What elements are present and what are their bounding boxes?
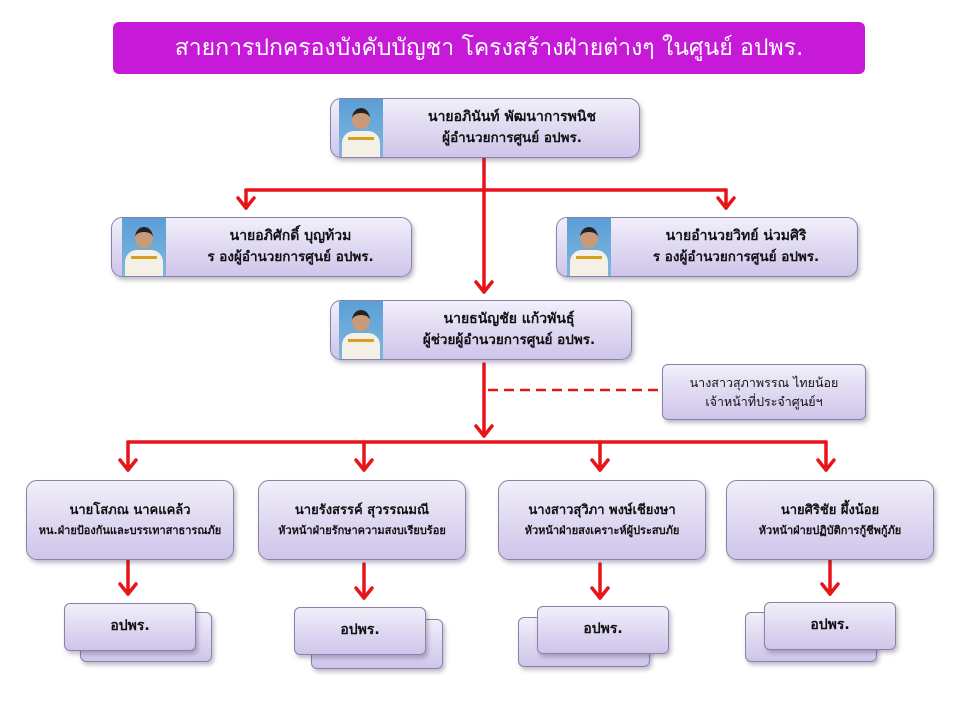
assistant-photo: [339, 301, 383, 359]
deputy-left-name: นายอภิศักดิ์ บุญท้วม: [229, 227, 352, 244]
deputy-left-role: ร องผู้อำนวยการศูนย์ อปพร.: [207, 249, 374, 266]
division-1-role: หน.ฝ่ายป้องกันและบรรเทาสาธารณภัย: [38, 523, 222, 537]
division-box-2: นายรังสรรค์ สุวรรณมณี หัวหน้าฝ่ายรักษาคว…: [258, 480, 466, 560]
assistant-box: นายธนัญชัย แก้วพันธุ์ ผู้ช่วยผู้อำนวยการ…: [330, 300, 632, 360]
assistant-name: นายธนัญชัย แก้วพันธุ์: [443, 310, 575, 327]
unit-1-label: อปพร.: [110, 618, 150, 635]
staff-box: นางสาวสุภาพรรณ ไทยน้อย เจ้าหน้าที่ประจำศ…: [662, 364, 866, 420]
deputy-right-photo: [567, 218, 611, 276]
unit-stack-3-front: อปพร.: [537, 606, 669, 654]
director-box: นายอภินันท์ พัฒนาการพนิช ผู้อำนวยการศูนย…: [330, 98, 640, 158]
unit-stack-1-front: อปพร.: [64, 603, 196, 651]
staff-name: นางสาวสุภาพรรณ ไทยน้อย: [689, 374, 839, 390]
unit-stack-2-front: อปพร.: [294, 607, 426, 655]
division-3-role: หัวหน้าฝ่ายสงเคราะห์ผู้ประสบภัย: [524, 523, 680, 537]
division-2-name: นายรังสรรค์ สุวรรณมณี: [294, 503, 430, 519]
deputy-right-name: นายอำนวยวิทย์ น่วมศิริ: [665, 227, 807, 244]
division-box-3: นางสาวสุวิภา พงษ์เชียงษา หัวหน้าฝ่ายสงเค…: [498, 480, 706, 560]
division-box-4: นายศิริชัย ผึ้งน้อย หัวหน้าฝ่ายปฏิบัติกา…: [726, 480, 934, 560]
division-4-role: หัวหน้าฝ่ายปฏิบัติการกู้ชีพกู้ภัย: [758, 523, 902, 537]
page-title: สายการปกครองบังคับบัญชา โครงสร้างฝ่ายต่า…: [113, 22, 865, 74]
director-name: นายอภินันท์ พัฒนาการพนิช: [428, 108, 596, 125]
deputy-box-left: นายอภิศักดิ์ บุญท้วม ร องผู้อำนวยการศูนย…: [111, 217, 412, 277]
division-1-name: นายโสภณ นาคแคล้ว: [69, 503, 191, 519]
assistant-role: ผู้ช่วยผู้อำนวยการศูนย์ อปพร.: [422, 332, 596, 349]
staff-role: เจ้าหน้าที่ประจำศูนย์ฯ: [705, 394, 823, 409]
director-role: ผู้อำนวยการศูนย์ อปพร.: [442, 130, 582, 147]
unit-stack-4-front: อปพร.: [764, 602, 896, 650]
unit-4-label: อปพร.: [810, 617, 850, 634]
unit-2-label: อปพร.: [340, 622, 380, 639]
division-3-name: นางสาวสุวิภา พงษ์เชียงษา: [528, 503, 676, 519]
deputy-left-photo: [122, 218, 166, 276]
deputy-box-right: นายอำนวยวิทย์ น่วมศิริ ร องผู้อำนวยการศู…: [556, 217, 858, 277]
deputy-right-role: ร องผู้อำนวยการศูนย์ อปพร.: [652, 249, 820, 266]
division-2-role: หัวหน้าฝ่ายรักษาความสงบเรียบร้อย: [278, 523, 446, 537]
division-4-name: นายศิริชัย ผึ้งน้อย: [780, 503, 880, 519]
director-photo: [339, 99, 383, 157]
division-box-1: นายโสภณ นาคแคล้ว หน.ฝ่ายป้องกันและบรรเทา…: [26, 480, 234, 560]
unit-3-label: อปพร.: [583, 621, 623, 638]
